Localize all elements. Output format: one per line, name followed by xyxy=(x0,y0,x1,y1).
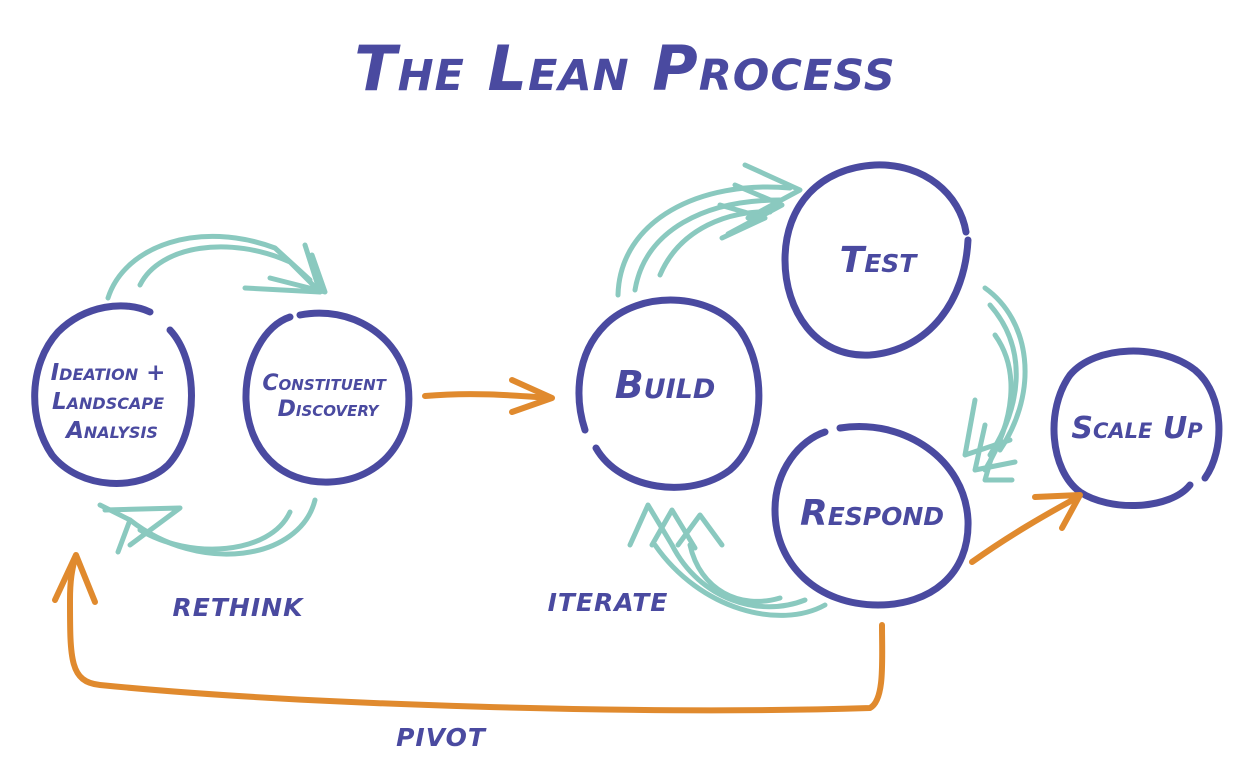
scale-up-label: Scale Up xyxy=(1071,411,1203,446)
pivot-arrow xyxy=(52,552,886,714)
node-build: Build xyxy=(575,296,763,491)
scale-up-circle xyxy=(1050,347,1223,509)
discovery-label-line-1: Constituent xyxy=(262,371,387,396)
test-circle xyxy=(781,161,972,359)
respond-label: Respond xyxy=(800,493,944,534)
rethink-label: RETHINK xyxy=(173,593,305,622)
pivot-label: PIVOT xyxy=(396,723,487,752)
respond-to-build-arrow xyxy=(627,502,828,618)
build-to-test-arrow xyxy=(615,162,803,298)
ideation-circle xyxy=(31,302,195,487)
build-circle xyxy=(575,296,763,491)
respond-to-scale-up-arrow xyxy=(969,492,1083,565)
ideation-label-line-3: Analysis xyxy=(64,418,158,444)
node-discovery: Constituent Discovery xyxy=(242,309,413,486)
ideation-label-line-1: Ideation + xyxy=(51,360,166,386)
ideation-to-discovery-arrow xyxy=(105,233,328,301)
node-test: Test xyxy=(781,161,972,359)
discovery-to-build-arrow xyxy=(422,377,555,415)
iterate-label: ITERATE xyxy=(548,588,669,617)
test-label: Test xyxy=(840,240,919,281)
ideation-label: Ideation + Landscape Analysis xyxy=(51,360,174,444)
discovery-label: Constituent Discovery xyxy=(262,371,393,422)
build-label: Build xyxy=(615,363,716,407)
node-ideation: Ideation + Landscape Analysis xyxy=(31,302,195,487)
ideation-label-line-2: Landscape xyxy=(52,389,164,415)
diagram-title: The Lean Process xyxy=(354,32,895,105)
node-scale-up: Scale Up xyxy=(1050,347,1223,509)
respond-circle xyxy=(771,423,972,609)
discovery-label-line-2: Discovery xyxy=(278,397,381,422)
node-respond: Respond xyxy=(771,423,972,609)
discovery-to-ideation-arrow xyxy=(97,497,318,557)
test-to-respond-arrow xyxy=(962,285,1028,483)
discovery-circle xyxy=(242,309,413,486)
